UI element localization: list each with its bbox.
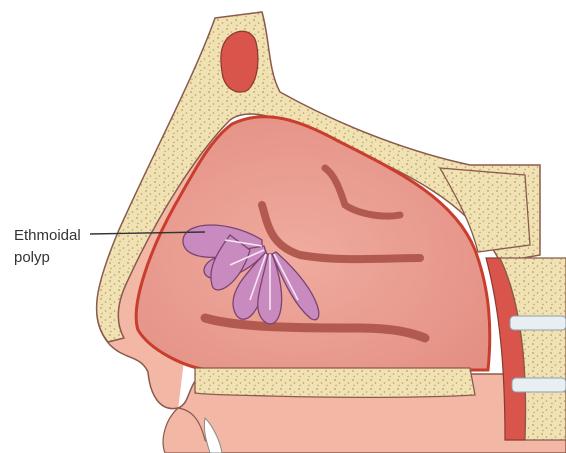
intervertebral-disc-1 [510,316,566,330]
annotation-label-line2: polyp [14,249,50,266]
frontal-sinus [221,31,258,92]
hard-palate [195,368,475,397]
annotation-label-line1: Ethmoidal [14,227,81,244]
intervertebral-disc-2 [512,378,566,392]
